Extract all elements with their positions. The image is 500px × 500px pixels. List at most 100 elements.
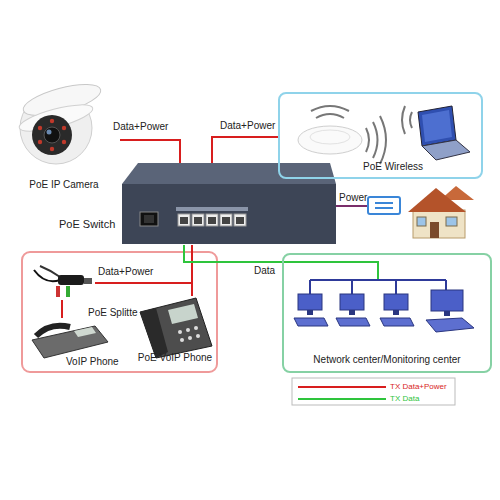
- data-wire: [283, 262, 378, 280]
- node-label: PoE IP Camera: [8, 179, 120, 191]
- splitter-cable: [34, 270, 60, 281]
- wifi-wave: [316, 114, 344, 118]
- rj45-socket: [236, 217, 244, 224]
- camera-node: PoE IP Camera: [8, 82, 120, 194]
- legend-text: TX Data: [390, 393, 419, 405]
- phone-key: [180, 338, 184, 342]
- rj45-socket: [208, 217, 216, 224]
- phone-screen: [74, 327, 96, 337]
- rj45-port: [206, 214, 218, 226]
- edge-label: Data+Power: [113, 121, 168, 133]
- free-label: Power: [339, 192, 367, 204]
- ir-led: [38, 140, 42, 144]
- edge-label: Data: [254, 265, 275, 277]
- power-adapter: [368, 197, 400, 214]
- monitor-stand: [307, 310, 313, 315]
- phone-key: [188, 336, 192, 340]
- phone-body: [140, 298, 212, 358]
- splitter-body: [58, 275, 84, 285]
- splitter-jack: [84, 278, 92, 284]
- power-socket: [140, 212, 158, 226]
- monitor: [431, 290, 463, 311]
- power-illustration: [336, 186, 474, 238]
- node-label: PoE Switch: [59, 218, 115, 230]
- monitor: [340, 294, 364, 310]
- legend-box: [292, 378, 455, 405]
- phone-screen: [168, 304, 198, 324]
- voip-phone-illustration: [32, 326, 108, 358]
- lan-drop: [309, 280, 311, 294]
- rj45-socket: [180, 217, 188, 224]
- phone-handset: [140, 308, 168, 358]
- ir-led: [62, 126, 66, 130]
- adapter-mark: [375, 207, 393, 209]
- access-point-rim: [310, 130, 350, 144]
- camera-illustration: [17, 78, 104, 164]
- connector-line: [191, 245, 193, 296]
- edge-label: Data+Power: [98, 266, 153, 278]
- wifi-wave: [410, 112, 412, 128]
- laptop-screen: [418, 106, 456, 146]
- wifi-wave: [380, 116, 386, 164]
- phone-group-frame: [22, 252, 217, 372]
- node-label: PoE VoIP Phone: [135, 352, 215, 364]
- camera-lens-ring: [32, 115, 72, 155]
- keyboard: [380, 318, 414, 326]
- rj45-port: [192, 214, 204, 226]
- house-window: [446, 217, 457, 226]
- computers-illustration: [294, 290, 474, 332]
- network-center-group: Network center/Monitoring center: [282, 253, 492, 373]
- power-wire: [336, 205, 368, 207]
- keyboard: [426, 318, 474, 332]
- connector-line: [120, 140, 180, 163]
- phone-key: [186, 328, 190, 332]
- wifi-wave: [402, 106, 405, 134]
- poe-switch: PoE Switch: [122, 163, 336, 245]
- ir-led: [38, 126, 42, 130]
- laptop-keyboard: [422, 140, 470, 160]
- phone-key: [178, 330, 182, 334]
- wireless-illustration: [298, 106, 470, 164]
- connector-line: [212, 137, 278, 163]
- node-label: PoE Splitte: [88, 307, 137, 319]
- ir-led: [62, 140, 66, 144]
- port-strip: [176, 207, 248, 211]
- house-door: [430, 222, 439, 238]
- phone-body: [32, 326, 108, 358]
- monitor: [384, 294, 408, 310]
- phone-handset: [36, 326, 70, 336]
- splitter-plug: [66, 286, 70, 297]
- keyboard: [294, 318, 328, 326]
- network-wires: [283, 262, 446, 294]
- house-wall: [413, 210, 465, 238]
- switch-top: [122, 163, 336, 184]
- laptop-display: [422, 110, 452, 142]
- node-label: VoIP Phone: [66, 356, 119, 368]
- wireless-group: PoE Wireless: [278, 92, 483, 179]
- rj45-socket: [222, 217, 230, 224]
- splitter-plug: [56, 286, 60, 297]
- switch-front: [122, 184, 336, 244]
- wifi-wave: [311, 106, 349, 111]
- connector-line: [184, 245, 282, 262]
- rj45-port: [220, 214, 232, 226]
- edge-label: Data+Power: [220, 120, 275, 132]
- house-roof: [408, 188, 466, 212]
- splitter-cable: [40, 266, 60, 277]
- phone-node: VoIP Phone: [28, 318, 110, 364]
- rj45-socket: [194, 217, 202, 224]
- phone-key: [194, 326, 198, 330]
- legend-line-red: [298, 386, 386, 388]
- monitor: [298, 294, 322, 310]
- legend-frame: [292, 378, 455, 405]
- connector-line: [95, 245, 192, 283]
- camera-lens: [44, 127, 60, 143]
- house-window: [417, 217, 426, 226]
- lens-glint: [47, 130, 52, 135]
- monitor-stand: [393, 310, 399, 315]
- rj45-port: [178, 214, 190, 226]
- ir-led: [50, 119, 54, 123]
- access-point: [298, 126, 362, 154]
- switch-illustration: [122, 163, 336, 244]
